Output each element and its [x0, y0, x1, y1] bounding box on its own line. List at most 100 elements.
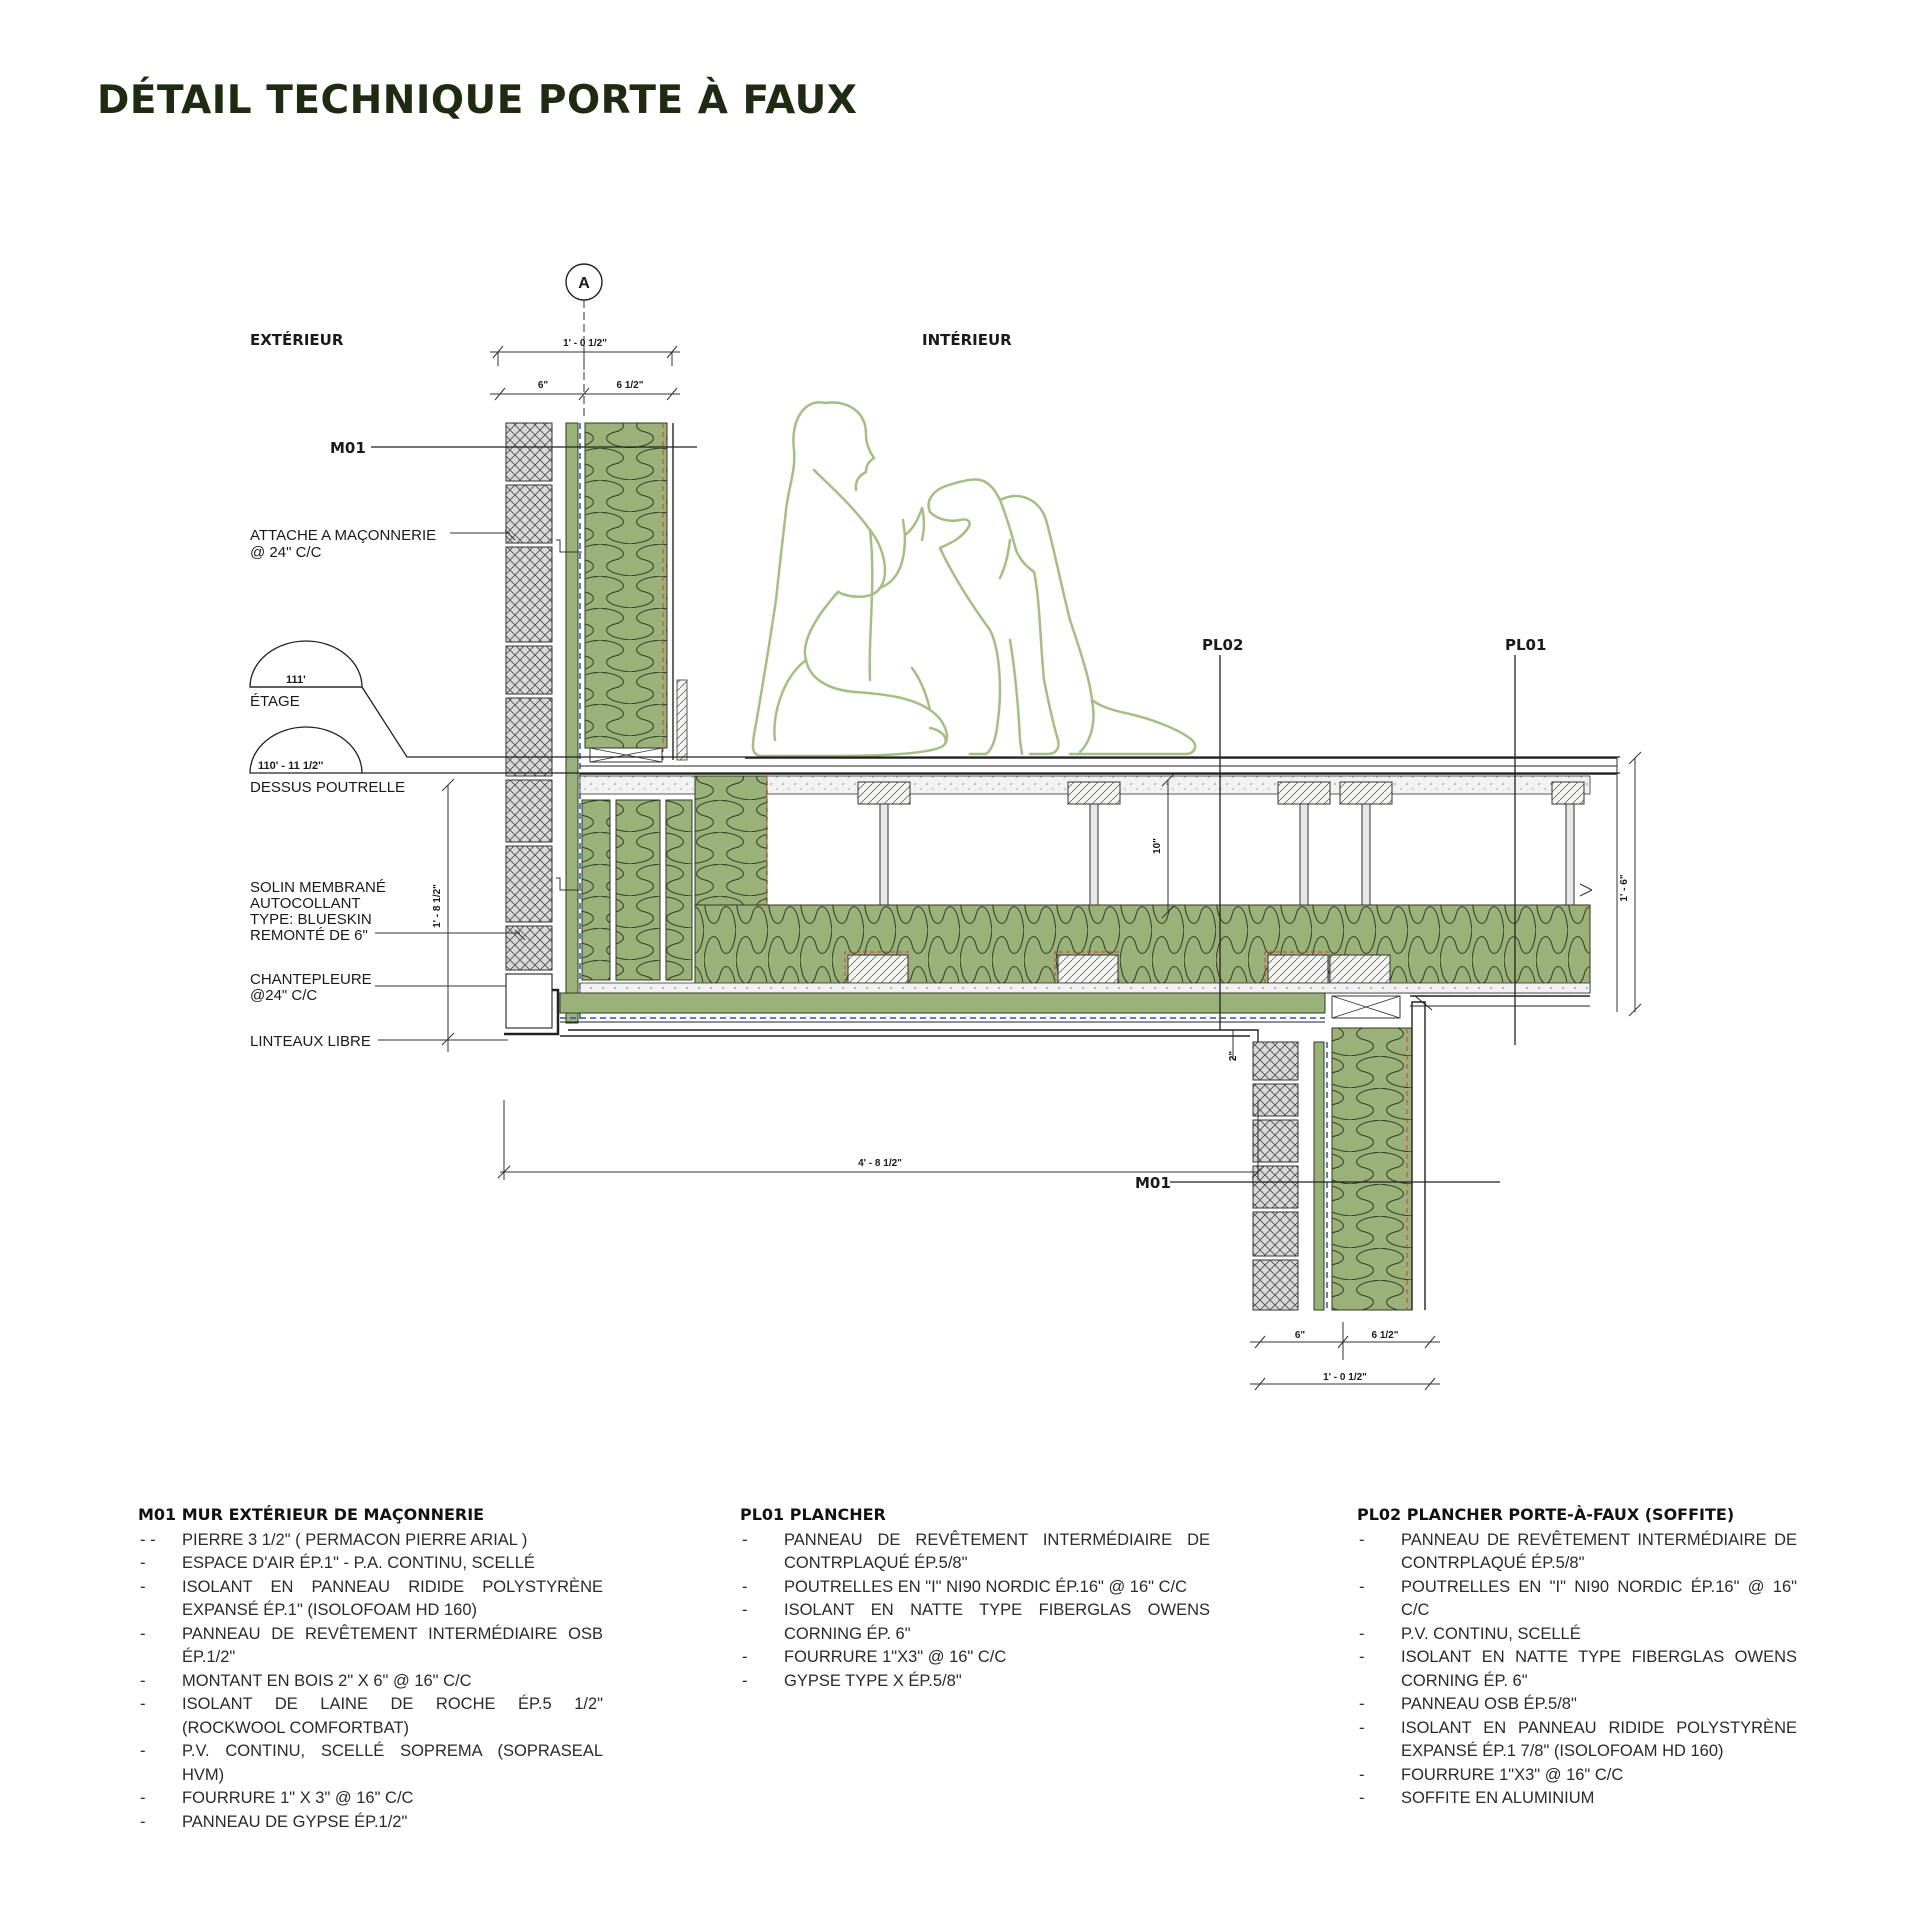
exterior-label: EXTÉRIEUR: [250, 330, 344, 349]
legend-item: -SOFFITE EN ALUMINIUM: [1357, 1787, 1797, 1811]
legend-item-text: FOURRURE 1"X3" @ 16" C/C: [1401, 1765, 1624, 1784]
page-title: DÉTAIL TECHNIQUE PORTE À FAUX: [97, 78, 858, 123]
legend-item-dash: -: [742, 1577, 748, 1596]
legend-item: -P.V. CONTINU, SCELLÉ SOPREMA (SOPRASEAL…: [138, 1740, 603, 1787]
legend-item: -P.V. CONTINU, SCELLÉ: [1357, 1623, 1797, 1647]
floor-batt: [694, 904, 1591, 994]
legend-item-text: PANNEAU DE REVÊTEMENT INTERMÉDIAIRE DE C…: [784, 1530, 1210, 1573]
legend-item-dash: -: [742, 1601, 748, 1619]
legend-item: -FOURRURE 1"X3" @ 16" C/C: [740, 1646, 1210, 1670]
note-attache-line2: @ 24" C/C: [250, 544, 322, 561]
legend-item-text: ESPACE D'AIR ÉP.1" - P.A. CONTINU, SCELL…: [182, 1554, 535, 1572]
legend-item-text: PANNEAU DE GYPSE ÉP.1/2": [182, 1812, 408, 1831]
dim-bottom-total: 1' - 0 1/2": [1323, 1372, 1367, 1383]
legend-item-dash: - -: [140, 1530, 156, 1549]
people-figure: [751, 401, 1197, 758]
legend-item-text: ISOLANT EN NATTE TYPE FIBERGLAS OWENS CO…: [1401, 1648, 1797, 1690]
legend-item: - FOURRURE 1" X 3" @ 16" C/C: [138, 1787, 603, 1811]
dim-wall-height: 1' - 8 1/2": [432, 884, 443, 928]
legend-item-text: MONTANT EN BOIS 2" X 6" @ 16" C/C: [182, 1671, 472, 1690]
dimension-lines: [441, 263, 1642, 1391]
legend-item: - PANNEAU DE GYPSE ÉP.1/2": [138, 1811, 603, 1835]
legend-item: - ESPACE D'AIR ÉP.1" - P.A. CONTINU, SCEL…: [138, 1552, 603, 1576]
legend-item: - ISOLANT EN PANNEAU RIDIDE POLYSTYRÈNE E…: [1357, 1717, 1797, 1764]
legend-pl02: PL02 PLANCHER PORTE-À-FAUX (SOFFITE) -PA…: [1357, 1503, 1797, 1811]
legend-item-dash: -: [140, 1789, 146, 1807]
legend-item-text: FOURRURE 1"X3" @ 16" C/C: [784, 1648, 1007, 1666]
level-etage-value: 111': [286, 674, 306, 686]
legend-pl02-heading: PL02 PLANCHER PORTE-À-FAUX (SOFFITE): [1357, 1505, 1735, 1524]
legend-item-text: ISOLANT EN PANNEAU RIDIDE POLYSTYRÈNE EX…: [1401, 1718, 1797, 1761]
note-solin-line2: AUTOCOLLANT: [250, 895, 361, 912]
legend-item-text: FOURRURE 1" X 3" @ 16" C/C: [182, 1789, 414, 1807]
legend-m01-list: - - PIERRE 3 1/2" ( PERMACON PIERRE ARIAL…: [138, 1529, 603, 1835]
legend-item: - FOURRURE 1"X3" @ 16" C/C: [1357, 1764, 1797, 1788]
legend-item-text: ISOLANT EN NATTE TYPE FIBERGLAS OWENS CO…: [784, 1601, 1210, 1643]
legend-item-text: ISOLANT DE LAINE DE ROCHE ÉP.5 1/2" (ROC…: [182, 1695, 603, 1737]
legend-pl01: PL01 PLANCHER - PANNEAU DE REVÊTEMENT INT…: [740, 1503, 1210, 1693]
legend-item-dash: -: [140, 1812, 146, 1831]
legend-item-text: PIERRE 3 1/2" ( PERMACON PIERRE ARIAL ): [182, 1530, 528, 1549]
level-poutrelle-label: DESSUS POUTRELLE: [250, 779, 405, 796]
legend-pl01-list: - PANNEAU DE REVÊTEMENT INTERMÉDIAIRE DE …: [740, 1529, 1210, 1694]
legend-item-dash: -: [1359, 1765, 1365, 1784]
note-solin-line3: TYPE: BLUESKIN: [250, 911, 372, 928]
legend-item: - - PIERRE 3 1/2" ( PERMACON PIERRE ARIAL…: [138, 1529, 603, 1553]
tag-pl01: PL01: [1505, 636, 1546, 654]
legend-item-text: PANNEAU OSB ÉP.5/8": [1401, 1695, 1577, 1713]
legend-item: -PANNEAU DE REVÊTEMENT INTERMÉDIAIRE DE …: [740, 1529, 1210, 1576]
lower-wall-batt: [1331, 1027, 1413, 1311]
interior-label: INTÉRIEUR: [922, 330, 1012, 349]
legend-item-text: ISOLANT EN PANNEAU RIDIDE POLYSTYRÈNE EX…: [182, 1577, 603, 1620]
legend-item-dash: -: [1359, 1577, 1365, 1596]
legend-pl02-list: -PANNEAU DE REVÊTEMENT INTERMÉDIAIRE DE …: [1357, 1529, 1797, 1811]
dim-bottom-right: 6 1/2": [1372, 1330, 1399, 1341]
dim-soffit-gap: 2": [1228, 1051, 1239, 1062]
upper-stone-veneer: [505, 422, 553, 971]
legend-item: -PANNEAU DE REVÊTEMENT INTERMÉDIAIRE DE …: [1357, 1529, 1797, 1576]
legend-item: - ISOLANT EN NATTE TYPE FIBERGLAS OWENS C…: [1357, 1646, 1797, 1693]
legend-item-text: SOFFITE EN ALUMINIUM: [1401, 1789, 1595, 1807]
legend-m01-heading: M01 MUR EXTÉRIEUR DE MAÇONNERIE: [138, 1505, 485, 1524]
tag-pl02: PL02: [1202, 636, 1243, 654]
legend-m01: M01 MUR EXTÉRIEUR DE MAÇONNERIE - - PIERR…: [138, 1503, 603, 1834]
legend-item-dash: -: [140, 1695, 146, 1713]
legend-item-dash: -: [1359, 1624, 1365, 1643]
legend-item-dash: -: [1359, 1695, 1365, 1713]
section-cut-lines: [371, 446, 1516, 1183]
legend-item-text: POUTRELLES EN "I" NI90 NORDIC ÉP.16" @ 1…: [784, 1577, 1188, 1596]
dim-bottom-left: 6": [1295, 1330, 1306, 1341]
legend-pl01-heading: PL01 PLANCHER: [740, 1505, 886, 1524]
legend-item-dash: -: [1359, 1530, 1365, 1549]
legend-item-dash: -: [742, 1671, 748, 1690]
lower-wall-m01: [1252, 995, 1433, 1311]
floor-assembly: [559, 757, 1618, 1042]
kneeling-woman-figure: [751, 401, 949, 758]
note-leaders: [375, 529, 526, 1041]
note-solin-line4: REMONTÉ DE 6": [250, 927, 368, 944]
tag-m01-bottom: M01: [1135, 1174, 1171, 1192]
dim-floor-total: 1' - 6": [1619, 874, 1630, 901]
dim-joist-depth: 10": [1152, 838, 1163, 854]
tag-m01-top: M01: [330, 439, 366, 457]
legend-item: - PANNEAU DE REVÊTEMENT INTERMÉDIAIRE OSB…: [138, 1623, 603, 1670]
dim-cantilever: 4' - 8 1/2": [858, 1158, 902, 1169]
dim-top-total: 1' - 0 1/2": [563, 338, 607, 349]
legend-item-dash: -: [140, 1742, 146, 1760]
legend-item: - ISOLANT EN NATTE TYPE FIBERGLAS OWENS C…: [740, 1599, 1210, 1646]
note-attache-line1: ATTACHE A MAÇONNERIE: [250, 527, 436, 544]
level-markers: [249, 640, 1620, 774]
level-poutrelle-value: 110' - 11 1/2'': [258, 760, 324, 772]
note-chantepleure-line2: @24" C/C: [250, 987, 317, 1004]
dog-figure: [927, 478, 1197, 756]
legend-item-dash: -: [140, 1554, 146, 1572]
legend-item-text: POUTRELLES EN "I" NI90 NORDIC ÉP.16" @ 1…: [1401, 1577, 1797, 1620]
legend-item-text: PANNEAU DE REVÊTEMENT INTERMÉDIAIRE OSB …: [182, 1624, 603, 1667]
legend-item: -GYPSE TYPE X ÉP.5/8": [740, 1670, 1210, 1694]
soffit-rigid-insulation: [559, 992, 1326, 1014]
legend-item-dash: -: [1359, 1718, 1365, 1737]
legend-item: -ISOLANT EN PANNEAU RIDIDE POLYSTYRÈNE E…: [138, 1576, 603, 1623]
legend-item-dash: -: [1359, 1648, 1365, 1666]
legend-item-dash: -: [140, 1624, 146, 1643]
